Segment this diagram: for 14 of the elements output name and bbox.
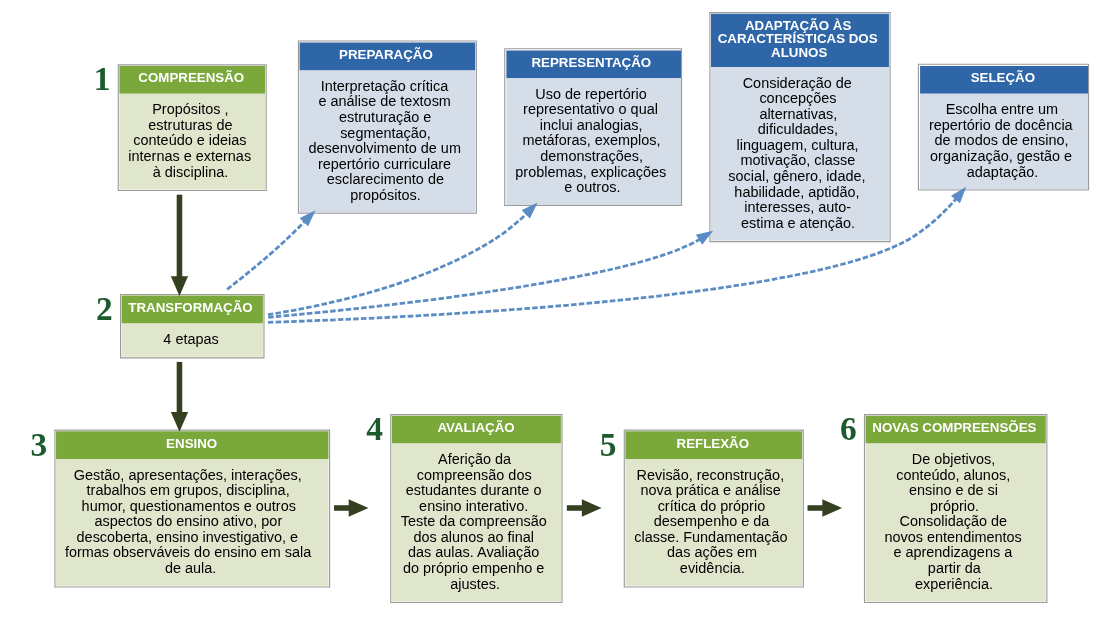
arrow: [333, 499, 368, 517]
node-label: 6: [839, 410, 857, 448]
arrow: [225, 210, 316, 291]
arrow: [566, 499, 602, 517]
arrow: [170, 361, 188, 432]
node-label: 3: [29, 425, 47, 463]
arrow: [267, 186, 966, 324]
arrow: [267, 230, 713, 319]
node-label: 1: [93, 60, 111, 98]
node-label: 4: [365, 410, 383, 448]
node-label: 2: [95, 290, 113, 328]
arrow: [170, 194, 188, 296]
node-label: 5: [599, 425, 616, 463]
arrow: [267, 202, 538, 317]
